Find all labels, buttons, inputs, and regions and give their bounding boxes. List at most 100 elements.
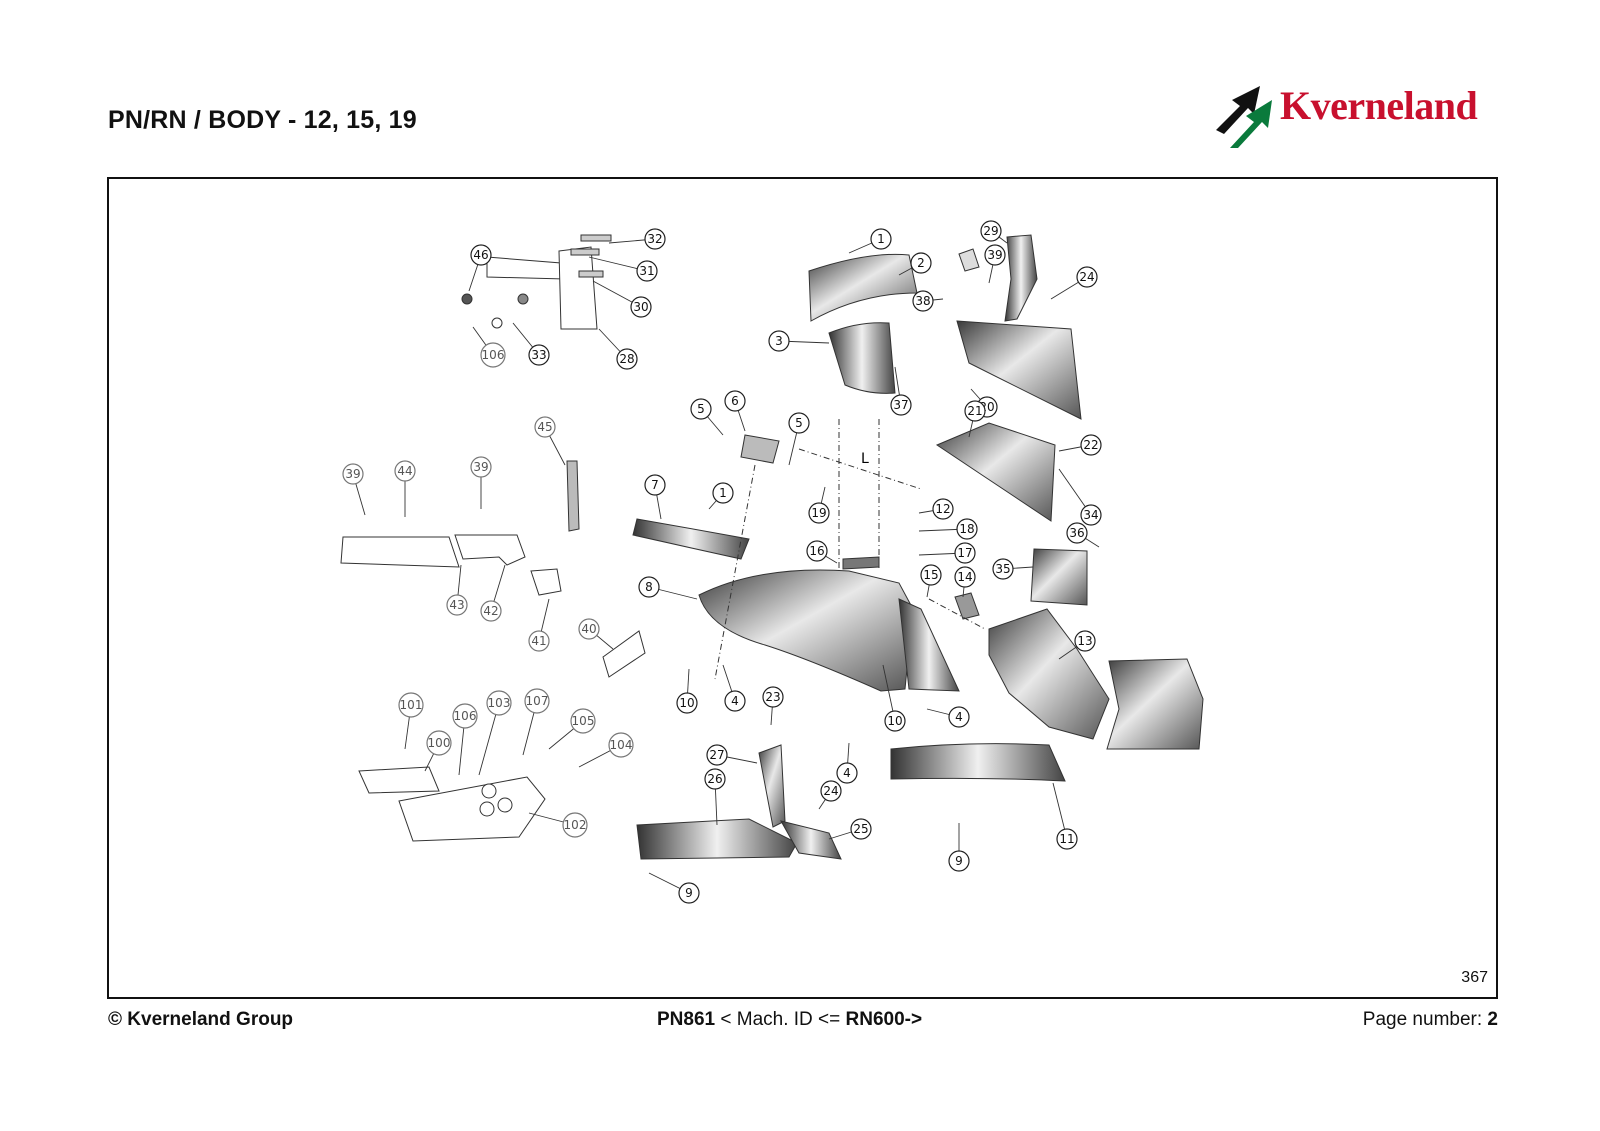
logo-arrow-icon xyxy=(1216,86,1272,148)
callout-label: 9 xyxy=(685,886,693,900)
callout-label: 10 xyxy=(679,696,694,710)
callout-32: 32 xyxy=(608,228,666,250)
callout-label: 103 xyxy=(488,696,511,710)
callout-label: 2 xyxy=(917,256,925,270)
callout-label: 24 xyxy=(1079,270,1094,284)
callout-38: 38 xyxy=(912,290,944,312)
callout-label: 6 xyxy=(731,394,739,408)
callout-31: 31 xyxy=(588,256,658,282)
callout-label: 12 xyxy=(935,502,950,516)
callout-40: 40 xyxy=(578,618,614,650)
callout-label: 39 xyxy=(345,467,360,481)
callout-label: 22 xyxy=(1083,438,1098,452)
share-and-landside xyxy=(636,743,1066,860)
callout-24: 24 xyxy=(1050,266,1098,300)
callout-label: 24 xyxy=(823,784,838,798)
callout-label: 23 xyxy=(765,690,780,704)
callout-label: 34 xyxy=(1083,508,1098,522)
callout-label: 18 xyxy=(959,522,974,536)
callout-label: 31 xyxy=(639,264,654,278)
callout-104: 104 xyxy=(578,732,634,768)
callout-5-2: 5 xyxy=(788,412,810,466)
callout-label: 4 xyxy=(955,710,963,724)
callout-7: 7 xyxy=(644,474,666,520)
callout-label: 102 xyxy=(564,818,587,832)
callout-105: 105 xyxy=(548,708,596,750)
callout-106: 106 xyxy=(472,326,506,368)
callout-label: 105 xyxy=(572,714,595,728)
callout-107: 107 xyxy=(522,688,550,756)
callout-101: 101 xyxy=(398,692,424,750)
callout-label: 46 xyxy=(473,248,488,262)
small-parts-left xyxy=(340,460,646,842)
callout-19: 19 xyxy=(808,486,830,524)
callout-label: 29 xyxy=(983,224,998,238)
callout-label: 1 xyxy=(719,486,727,500)
callout-label: 26 xyxy=(707,772,722,786)
callout-5: 5 xyxy=(690,398,724,436)
callout-46: 46 xyxy=(468,244,492,292)
callout-label: 15 xyxy=(923,568,938,582)
machine-middle: < Mach. ID <= xyxy=(715,1009,846,1030)
callout-label: 39 xyxy=(987,248,1002,262)
callout-label: 3 xyxy=(775,334,783,348)
callout-3: 3 xyxy=(768,330,830,352)
callout-34: 34 xyxy=(1058,468,1102,526)
callout-label: 100 xyxy=(428,736,451,750)
callout-label: 39 xyxy=(473,460,488,474)
callout-27: 27 xyxy=(706,744,758,766)
page-number-value: 2 xyxy=(1487,1009,1498,1030)
callout-41: 41 xyxy=(528,598,550,652)
callout-11: 11 xyxy=(1052,782,1078,850)
callout-label: 37 xyxy=(893,398,908,412)
callout-29: 29 xyxy=(980,220,1008,244)
callout-37: 37 xyxy=(890,366,912,416)
callout-106-2: 106 xyxy=(452,703,478,776)
callout-13: 13 xyxy=(1058,630,1096,660)
callout-28: 28 xyxy=(598,328,638,370)
callout-26: 26 xyxy=(704,768,726,826)
callout-label: 44 xyxy=(397,464,412,478)
callout-9-2: 9 xyxy=(948,823,970,872)
callout-44: 44 xyxy=(394,460,416,517)
callout-label: 104 xyxy=(610,738,633,752)
callout-102: 102 xyxy=(528,812,588,838)
callout-label: 42 xyxy=(483,604,498,618)
copyright: © Kverneland Group xyxy=(108,1009,294,1030)
callout-label: 9 xyxy=(955,854,963,868)
callout-33: 33 xyxy=(512,322,550,366)
callout-label: 33 xyxy=(531,348,546,362)
machine-id: PN861 < Mach. ID <= RN600-> xyxy=(657,1009,922,1031)
callout-label: 21 xyxy=(967,404,982,418)
callout-8: 8 xyxy=(638,576,698,600)
callout-label: 106 xyxy=(454,709,477,723)
callout-label: 1 xyxy=(877,232,885,246)
callout-label: 11 xyxy=(1059,832,1074,846)
page-label: Page number: xyxy=(1362,1009,1488,1030)
dimension-label: L xyxy=(861,451,869,467)
callout-9: 9 xyxy=(648,872,700,904)
callout-label: 7 xyxy=(651,478,659,492)
callout-label: 10 xyxy=(887,714,902,728)
callout-label: 32 xyxy=(647,232,662,246)
callout-39-3: 39 xyxy=(470,456,492,509)
callout-21: 21 xyxy=(964,400,986,438)
moldboard-main xyxy=(632,434,1204,750)
callout-23: 23 xyxy=(762,686,784,726)
page-number: Page number: 2 xyxy=(1363,1009,1498,1031)
callout-39-2: 39 xyxy=(342,463,366,516)
callout-label: 5 xyxy=(795,416,803,430)
callout-25: 25 xyxy=(828,818,872,840)
callout-label: 35 xyxy=(995,562,1010,576)
callout-43: 43 xyxy=(446,564,468,616)
callout-label: 36 xyxy=(1069,526,1084,540)
callout-label: 13 xyxy=(1077,634,1092,648)
callout-10: 10 xyxy=(676,668,698,714)
callout-label: 28 xyxy=(619,352,634,366)
callout-label: 25 xyxy=(853,822,868,836)
callout-100: 100 xyxy=(424,730,452,772)
callout-4-2: 4 xyxy=(926,706,970,728)
bracket-assembly-top xyxy=(461,234,612,330)
